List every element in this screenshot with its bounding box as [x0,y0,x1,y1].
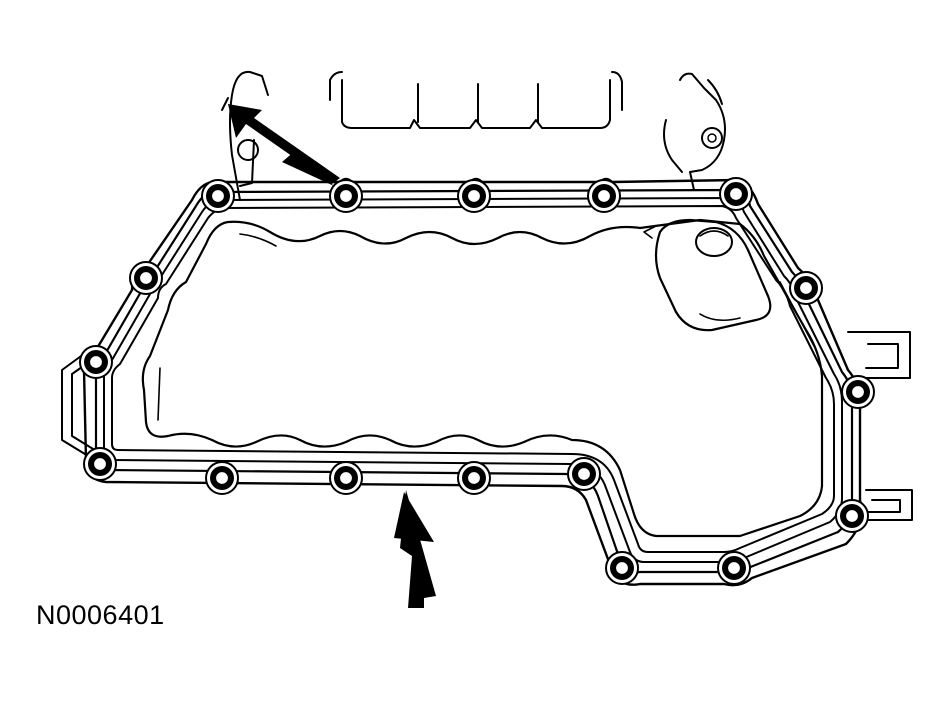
figure-id-label: N0006401 [36,600,165,630]
pan-bolt [457,461,491,495]
pan-bolt [567,457,601,491]
engine-block-outline [221,70,726,201]
pan-bolt [79,345,113,379]
pan-bolt-group [79,177,875,585]
pan-bolt [789,271,823,305]
gasket [94,188,854,575]
oil-pickup-boss [643,218,772,332]
callout-arrow-upper [228,104,340,186]
pan-outer-edge [82,177,863,587]
pan-bolt [329,179,363,213]
pan-side-flanges [61,331,913,521]
pan-bolt [717,551,751,585]
pan-bolt [129,261,163,295]
pan-bolt [587,179,621,213]
pan-bolt [329,461,363,495]
pan-bolt [605,551,639,585]
pan-sump-inner-rim [157,233,815,421]
pan-bolt [841,375,875,409]
pan-bolt [83,447,117,481]
pan-bolt [457,179,491,213]
pan-bolt [835,499,869,533]
pan-bolt [201,179,235,213]
pan-bolt [205,461,239,495]
callout-arrow-lower [394,490,436,608]
pan-bolt [719,177,753,211]
pan-sump-opening [141,218,824,538]
